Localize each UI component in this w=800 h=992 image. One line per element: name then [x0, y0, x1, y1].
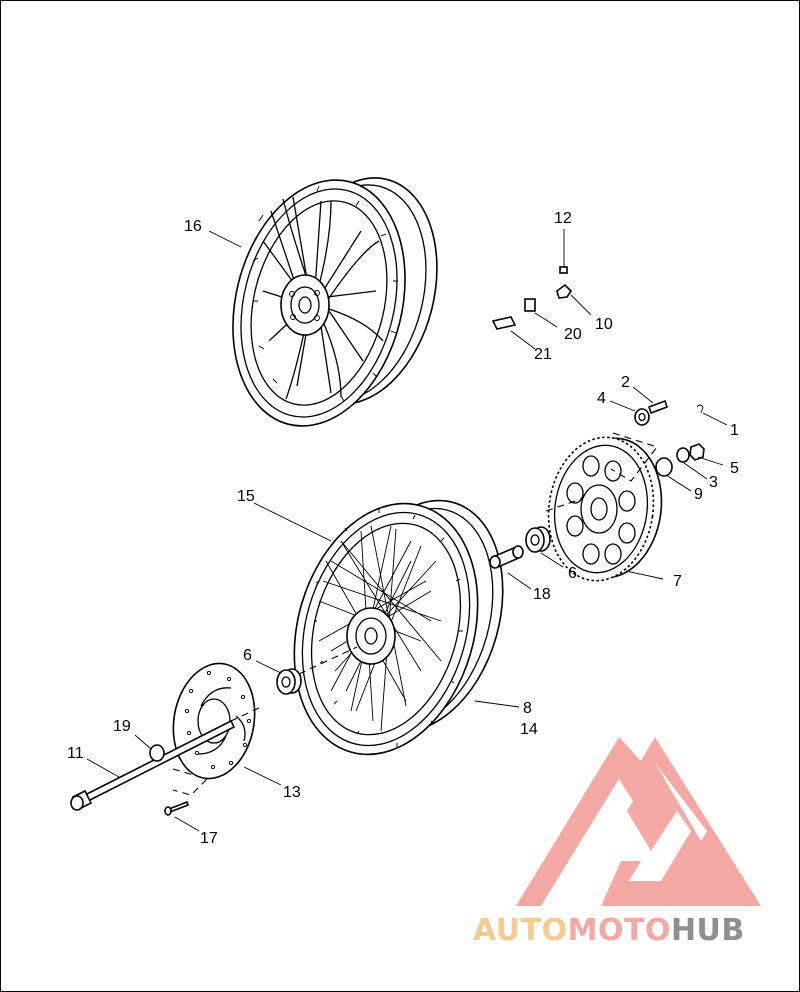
callout-4: 4	[597, 390, 606, 407]
callout-10: 10	[595, 316, 613, 333]
callout-16: 16	[184, 218, 202, 235]
spoked-wheel	[293, 499, 504, 756]
cast-wheel	[232, 177, 438, 427]
watermark: AUTOMOTOHUB	[473, 737, 761, 948]
callout-5: 5	[730, 460, 739, 477]
svg-text:AUTOMOTOHUB: AUTOMOTOHUB	[473, 913, 745, 948]
callout-6-left: 6	[243, 647, 252, 664]
bolt-17	[164, 800, 189, 816]
callout-14: 14	[520, 721, 538, 738]
callout-18: 18	[533, 586, 551, 603]
callout-12: 12	[554, 210, 572, 227]
callout-9: 9	[694, 486, 703, 503]
callout-1: 1	[730, 422, 739, 439]
valve-parts	[491, 266, 573, 330]
callout-7: 7	[673, 573, 682, 590]
spacer-19	[149, 744, 165, 762]
callout-17: 17	[200, 830, 218, 847]
callout-20: 20	[564, 326, 582, 343]
callout-11: 11	[67, 745, 84, 762]
callout-21: 21	[534, 346, 552, 363]
callout-3: 3	[709, 474, 718, 491]
sprocket	[547, 436, 663, 582]
assembly-lines	[172, 432, 658, 796]
watermark-logo-icon	[516, 737, 761, 906]
leader-lines	[86, 229, 728, 832]
watermark-text-auto: AUTO	[473, 913, 568, 948]
callout-13: 13	[283, 784, 301, 801]
watermark-text-moto: MOTO	[568, 913, 671, 948]
callouts: 1 2 3 4 5 6 6 7 8 9 10 11 12 13 14 15 16…	[67, 210, 739, 847]
callout-2: 2	[621, 374, 630, 391]
bearing-6-right	[525, 526, 551, 553]
watermark-text-hub: HUB	[671, 913, 745, 948]
spacer-18	[489, 545, 524, 569]
bearing-6-left	[276, 668, 302, 695]
callout-19: 19	[113, 718, 131, 735]
brake-disc	[172, 662, 256, 780]
sprocket-hardware	[634, 399, 705, 477]
callout-15: 15	[237, 488, 255, 505]
callout-6-right: 6	[568, 565, 577, 582]
callout-8: 8	[523, 700, 532, 717]
